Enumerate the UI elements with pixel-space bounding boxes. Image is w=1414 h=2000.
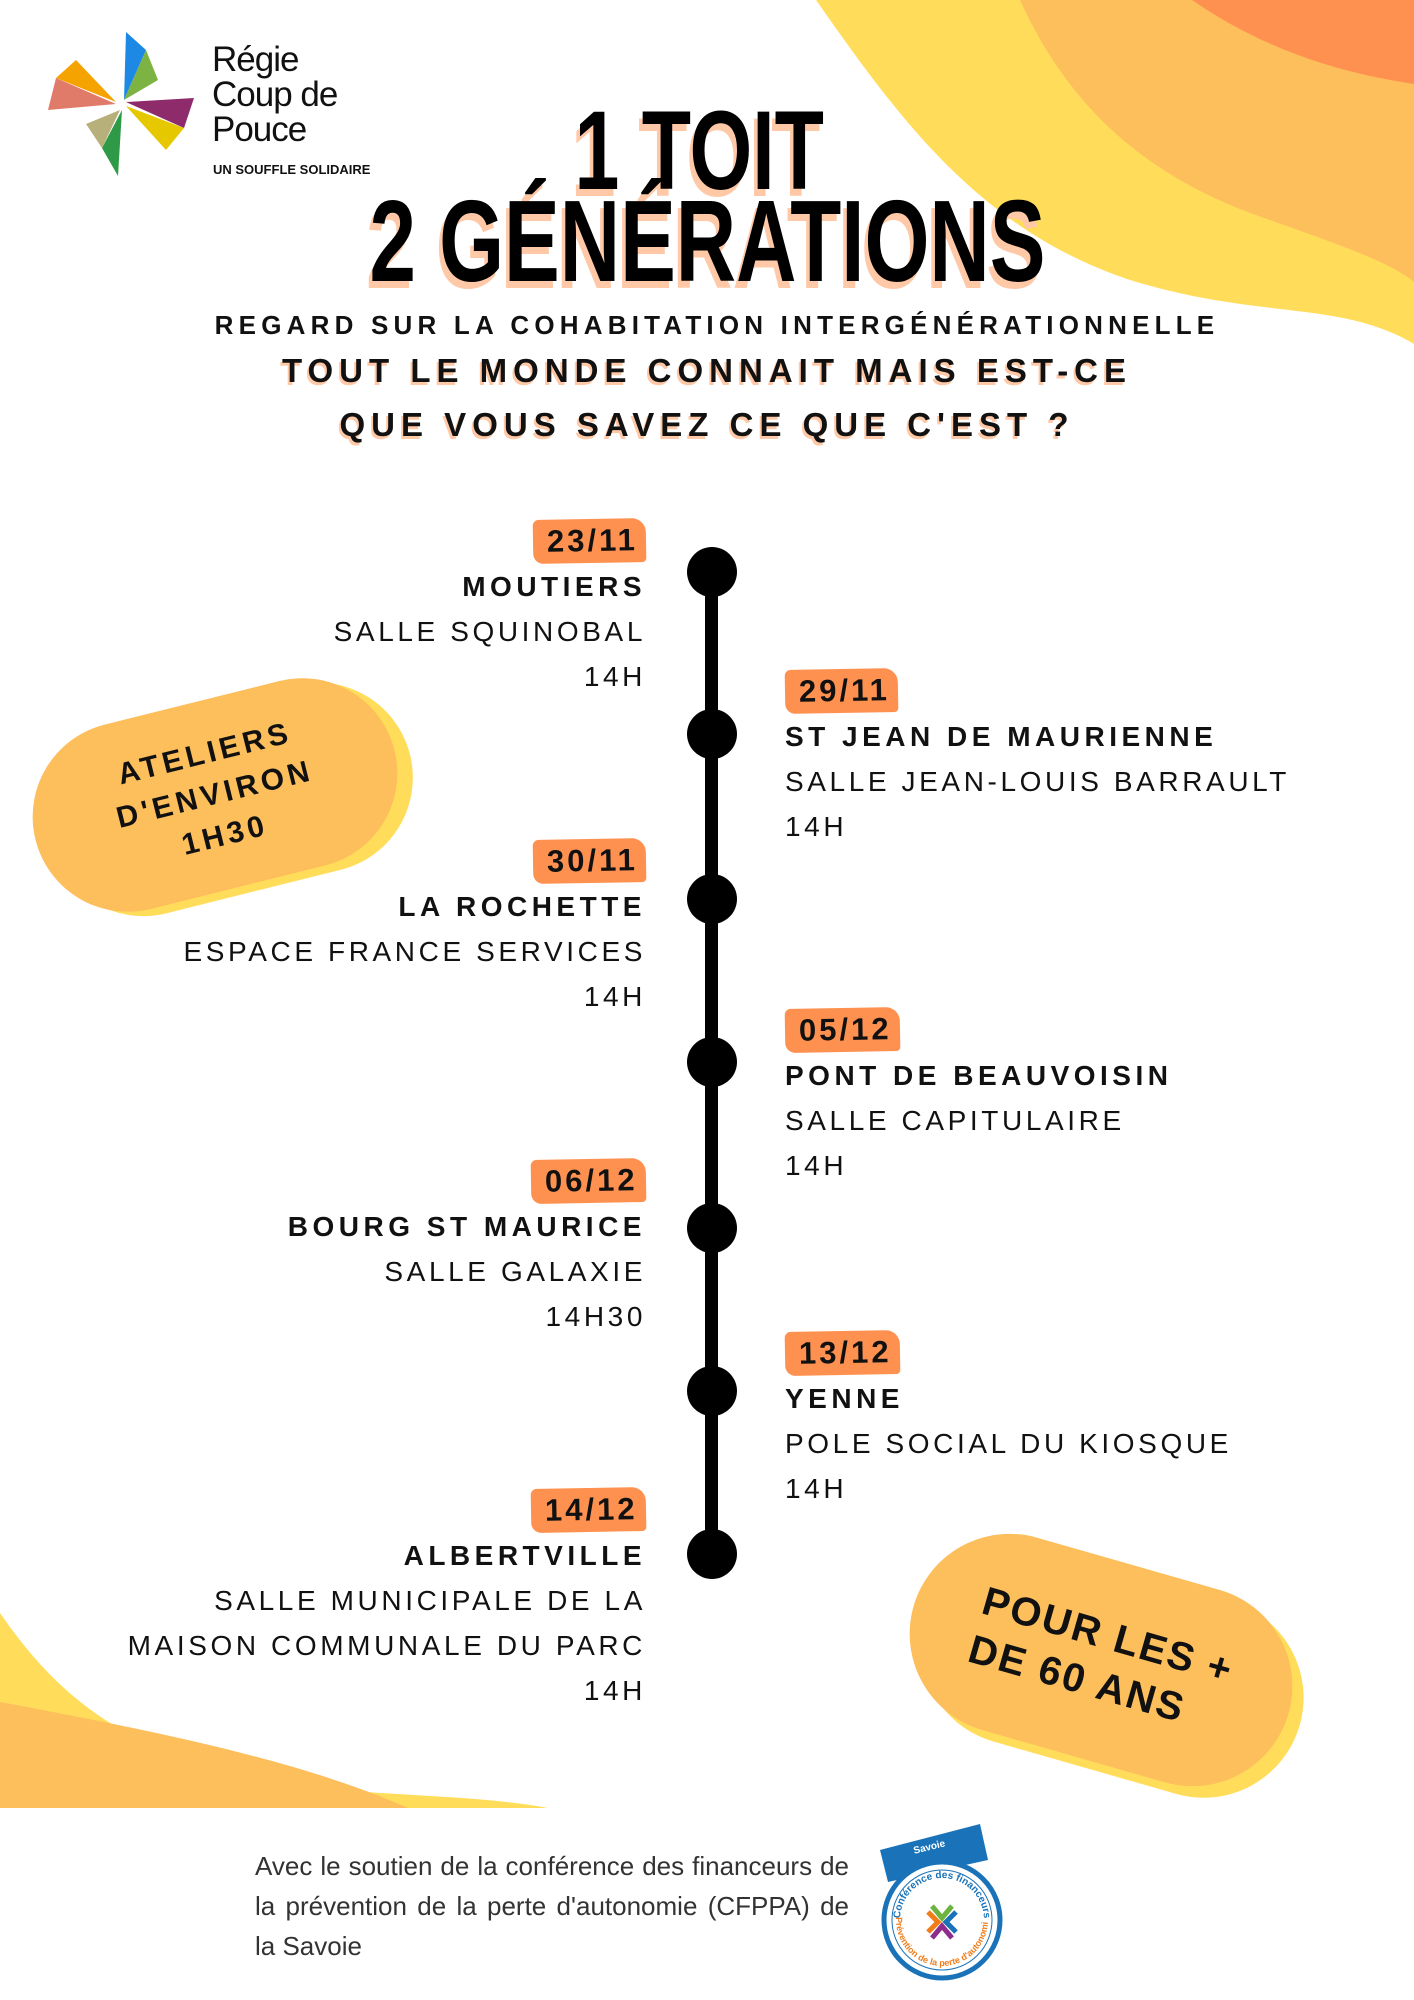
event-venue: ESPACE FRANCE SERVICES: [183, 936, 646, 967]
event-time: 14H: [583, 1675, 646, 1706]
event-town: MOUTIERS: [462, 571, 646, 602]
event-moutiers: 23/11 MOUTIERS SALLE SQUINOBAL 14H: [333, 518, 647, 699]
logo-tagline: UN SOUFFLE SOLIDAIRE: [213, 162, 371, 177]
event-time: 14H30: [545, 1301, 646, 1332]
event-bourg-st-maurice: 06/12 BOURG ST MAURICE SALLE GALAXIE 14H…: [287, 1158, 647, 1339]
event-date: 30/11: [532, 838, 647, 884]
event-venue: SALLE CAPITULAIRE: [785, 1105, 1125, 1136]
event-time: 14H: [583, 661, 646, 692]
timeline-dot: [687, 1037, 737, 1087]
event-date: 06/12: [531, 1158, 647, 1204]
event-pont-de-beauvoisin: 05/12 PONT DE BEAUVOISIN SALLE CAPITULAI…: [784, 1007, 1173, 1188]
bottom-left-orange-wave: [0, 1702, 408, 1808]
logo-name: Régie Coup de Pouce: [212, 40, 338, 149]
logo-name-line: Coup de: [212, 75, 338, 114]
event-st-jean-de-maurienne: 29/11 ST JEAN DE MAURIENNE SALLE JEAN-LO…: [784, 668, 1290, 849]
event-town: LA ROCHETTE: [398, 891, 646, 922]
event-town: ALBERTVILLE: [403, 1540, 646, 1571]
event-la-rochette: 30/11 LA ROCHETTE ESPACE FRANCE SERVICES…: [183, 838, 647, 1019]
event-town: YENNE: [785, 1383, 904, 1414]
event-town: BOURG ST MAURICE: [287, 1211, 646, 1242]
event-venue: POLE SOCIAL DU KIOSQUE: [785, 1428, 1232, 1459]
event-venue: SALLE GALAXIE: [384, 1256, 646, 1287]
question-line-2: QUE VOUS SAVEZ CE QUE C'EST ?: [339, 406, 1075, 443]
event-venue: SALLE JEAN-LOUIS BARRAULT: [785, 766, 1290, 797]
event-date: 13/12: [784, 1330, 900, 1376]
cfppa-savoie-badge-icon: Savoie Conférence des financeurs Prévent…: [870, 1820, 1003, 1981]
event-time: 14H: [583, 981, 646, 1012]
timeline-dot: [687, 709, 737, 759]
event-time: 14H: [785, 1150, 848, 1181]
title-text: 1 TOIT: [574, 88, 824, 213]
event-albertville: 14/12 ALBERTVILLE SALLE MUNICIPALE DE LA…: [127, 1487, 647, 1713]
footer-support-text: Avec le soutien de la conférence des fin…: [255, 1851, 849, 1961]
event-yenne: 13/12 YENNE POLE SOCIAL DU KIOSQUE 14H: [784, 1330, 1232, 1511]
regie-coup-de-pouce-logo-icon: [48, 32, 194, 176]
event-date: 14/12: [531, 1487, 647, 1533]
event-time: 14H: [785, 811, 848, 842]
top-right-dark-orange-wave: [1192, 0, 1414, 84]
event-venue: SALLE MUNICIPALE DE LA: [214, 1585, 646, 1616]
event-venue: MAISON COMMUNALE DU PARC: [127, 1630, 646, 1661]
title-line-2: 2 GÉNÉRATIONS: [0, 176, 1414, 306]
title-line-1: 1 TOIT: [0, 88, 1406, 213]
timeline-dot: [687, 547, 737, 597]
timeline-dot: [687, 1366, 737, 1416]
timeline-dot: [687, 874, 737, 924]
event-time: 14H: [785, 1473, 848, 1504]
logo-name-line: Pouce: [212, 110, 307, 149]
event-town: ST JEAN DE MAURIENNE: [785, 721, 1218, 752]
event-town: PONT DE BEAUVOISIN: [785, 1060, 1173, 1091]
title-text: 2 GÉNÉRATIONS: [369, 176, 1045, 306]
question-line-1: TOUT LE MONDE CONNAIT MAIS EST-CE: [281, 352, 1133, 389]
top-right-orange-wave: [1020, 0, 1414, 282]
timeline-dot: [687, 1203, 737, 1253]
logo-name-line: Régie: [212, 40, 299, 79]
event-date: 05/12: [784, 1007, 900, 1053]
event-date: 23/11: [532, 518, 647, 564]
subtitle: REGARD SUR LA COHABITATION INTERGÉNÉRATI…: [214, 310, 1220, 340]
event-date: 29/11: [784, 668, 899, 714]
timeline-dot: [687, 1529, 737, 1579]
event-venue: SALLE SQUINOBAL: [333, 616, 646, 647]
